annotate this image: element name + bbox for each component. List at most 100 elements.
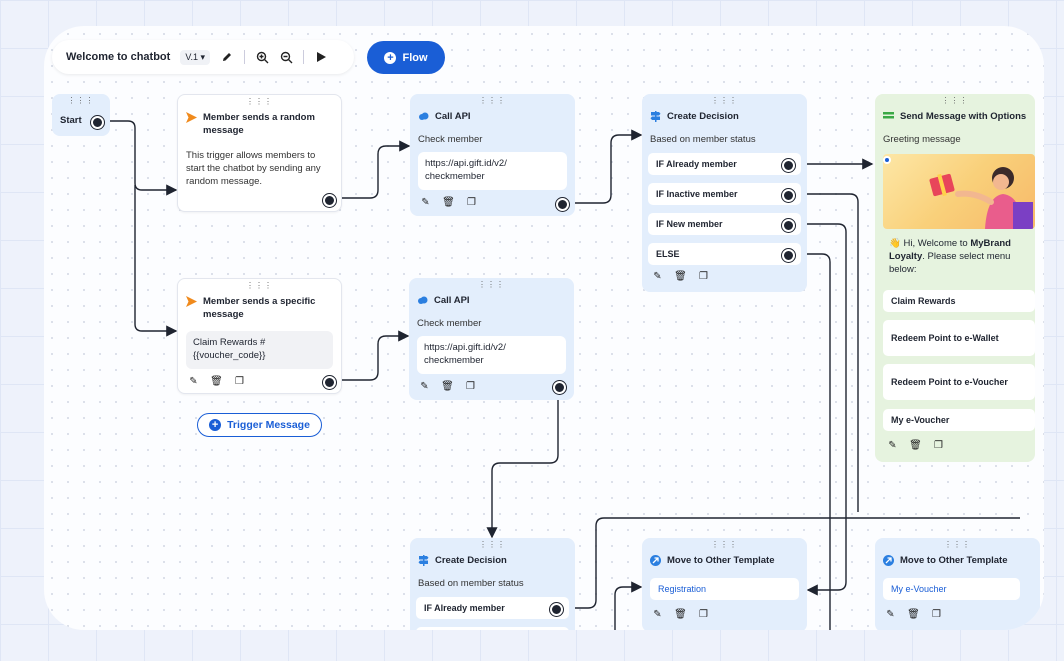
node-subtitle: Greeting message <box>883 134 961 145</box>
trash-icon[interactable]: 🗑 <box>907 609 920 620</box>
start-node[interactable]: ⋮⋮⋮ Start <box>52 94 110 136</box>
drag-handle-icon[interactable]: ⋮⋮⋮ <box>67 96 95 105</box>
call-api-node-2[interactable]: ⋮⋮⋮ Call API Check member https://api.gi… <box>409 278 574 400</box>
trigger-message-button[interactable]: + Trigger Message <box>197 413 322 437</box>
output-port[interactable] <box>782 219 795 232</box>
node-actions: ✎ 🗑 ❐ <box>885 609 942 620</box>
drag-handle-icon[interactable]: ⋮⋮⋮ <box>711 540 738 549</box>
drag-handle-icon[interactable]: ⋮⋮⋮ <box>941 96 969 105</box>
node-title: Move to Other Template <box>650 554 801 567</box>
node-title-text: Move to Other Template <box>900 555 1008 566</box>
trigger-specific-node[interactable]: ⋮⋮⋮ Member sends a specific message Clai… <box>177 278 342 394</box>
toolbar-divider <box>303 50 305 64</box>
decision-option[interactable]: ELSE <box>648 243 801 265</box>
move-template-node-2[interactable]: ⋮⋮⋮ Move to Other Template My e-Voucher … <box>875 538 1040 630</box>
trash-icon[interactable]: 🗑 <box>441 381 454 392</box>
version-select[interactable]: V.1 ▾ <box>180 49 211 65</box>
copy-icon[interactable]: ❐ <box>235 376 244 387</box>
message-box: Claim Rewards #{{voucher_code}} <box>186 331 333 369</box>
greeting-brand: MyBrand Loyalty <box>889 238 1011 262</box>
message-option[interactable]: Claim Rewards <box>883 290 1035 312</box>
edit-pencil-icon[interactable]: ✎ <box>189 376 198 387</box>
node-title: Create Decision <box>418 554 569 567</box>
trigger-random-node[interactable]: ⋮⋮⋮ Member sends a random message This t… <box>177 94 342 212</box>
call-api-node-1[interactable]: ⋮⋮⋮ Call API Check member https://api.gi… <box>410 94 575 216</box>
edit-pencil-icon[interactable]: ✎ <box>888 440 897 451</box>
copy-icon[interactable]: ❐ <box>934 440 943 451</box>
drag-handle-icon[interactable]: ⋮⋮⋮ <box>478 280 505 289</box>
greeting-text: 👋 Hi, Welcome to MyBrand Loyalty. Please… <box>889 237 1031 276</box>
decision-option[interactable]: IF Inactive member <box>648 183 801 205</box>
trigger-message-label: Trigger Message <box>227 419 310 431</box>
api-url: https://api.gift.id/v2/ checkmember <box>418 152 567 190</box>
edit-pencil-icon[interactable]: ✎ <box>421 197 430 208</box>
play-icon[interactable] <box>314 50 328 64</box>
output-port[interactable] <box>91 116 104 129</box>
output-port[interactable] <box>553 381 566 394</box>
node-title: Send Message with Options <box>883 110 1029 123</box>
output-port[interactable] <box>323 376 336 389</box>
drag-handle-icon[interactable]: ⋮⋮⋮ <box>479 540 506 549</box>
message-option[interactable]: My e-Voucher <box>883 409 1035 431</box>
copy-icon[interactable]: ❐ <box>699 609 708 620</box>
node-title: Member sends a random message <box>186 111 335 137</box>
node-subtitle: Check member <box>418 134 483 145</box>
zoom-out-icon[interactable] <box>279 50 293 64</box>
drag-handle-icon[interactable]: ⋮⋮⋮ <box>711 96 738 105</box>
edit-pencil-icon[interactable]: ✎ <box>653 271 662 282</box>
output-port[interactable] <box>323 194 336 207</box>
cloud-api-icon <box>418 296 428 304</box>
trash-icon[interactable]: 🗑 <box>442 197 455 208</box>
zoom-in-icon[interactable] <box>255 50 269 64</box>
copy-icon[interactable]: ❐ <box>467 197 476 208</box>
copy-icon[interactable]: ❐ <box>699 271 708 282</box>
move-template-node-1[interactable]: ⋮⋮⋮ Move to Other Template Registration … <box>642 538 807 630</box>
decision-option[interactable]: IF New member <box>648 213 801 235</box>
edit-pencil-icon[interactable]: ✎ <box>420 381 429 392</box>
decision-option[interactable]: IF Already member <box>416 597 569 619</box>
decision-node-2[interactable]: ⋮⋮⋮ Create Decision Based on member stat… <box>410 538 575 630</box>
message-option[interactable]: Redeem Point to e-Voucher <box>883 364 1035 400</box>
node-title-text: Send Message with Options <box>900 111 1027 122</box>
toolbar-divider <box>244 50 246 64</box>
copy-icon[interactable]: ❐ <box>932 609 941 620</box>
plus-icon: + <box>209 419 222 431</box>
decision-option[interactable]: IF Already member <box>648 153 801 175</box>
output-port[interactable] <box>782 249 795 262</box>
trash-icon[interactable]: 🗑 <box>674 609 687 620</box>
output-port[interactable] <box>782 189 795 202</box>
send-arrow-icon <box>186 112 197 123</box>
node-title: Move to Other Template <box>883 554 1034 567</box>
node-title-text: Create Decision <box>435 555 507 566</box>
drag-handle-icon[interactable]: ⋮⋮⋮ <box>246 281 273 290</box>
drag-handle-icon[interactable]: ⋮⋮⋮ <box>246 97 273 106</box>
output-port[interactable] <box>550 603 563 616</box>
greeting-suffix: . Please select menu below: <box>889 251 1011 275</box>
node-subtitle: Based on member status <box>650 134 756 145</box>
output-port[interactable] <box>556 198 569 211</box>
trash-icon[interactable]: 🗑 <box>674 271 687 282</box>
drag-handle-icon[interactable]: ⋮⋮⋮ <box>944 540 971 549</box>
decision-node-1[interactable]: ⋮⋮⋮ Create Decision Based on member stat… <box>642 94 807 292</box>
message-option[interactable]: Redeem Point to e-Wallet <box>883 320 1035 356</box>
decision-option[interactable] <box>416 627 569 630</box>
flow-canvas[interactable]: Welcome to chatbot V.1 ▾ + Flow ⋮⋮⋮ Star… <box>44 26 1044 630</box>
target-template[interactable]: Registration <box>650 578 799 600</box>
target-template[interactable]: My e-Voucher <box>883 578 1020 600</box>
trash-icon[interactable]: 🗑 <box>909 440 922 451</box>
drag-handle-icon[interactable]: ⋮⋮⋮ <box>479 96 506 105</box>
promo-image <box>883 154 1035 229</box>
flow-button[interactable]: + Flow <box>367 41 445 74</box>
copy-icon[interactable]: ❐ <box>466 381 475 392</box>
signpost-icon <box>418 555 429 566</box>
edit-pencil-icon[interactable]: ✎ <box>653 609 662 620</box>
output-port[interactable] <box>782 159 795 172</box>
flow-button-label: Flow <box>402 51 428 64</box>
trash-icon[interactable]: 🗑 <box>210 376 223 387</box>
edit-pencil-icon[interactable] <box>220 50 234 64</box>
edit-pencil-icon[interactable]: ✎ <box>886 609 895 620</box>
plus-icon: + <box>384 51 397 64</box>
send-message-node[interactable]: ⋮⋮⋮ Send Message with Options Greeting m… <box>875 94 1035 462</box>
node-title: Call API <box>417 294 568 307</box>
node-title-text: Create Decision <box>667 111 739 122</box>
